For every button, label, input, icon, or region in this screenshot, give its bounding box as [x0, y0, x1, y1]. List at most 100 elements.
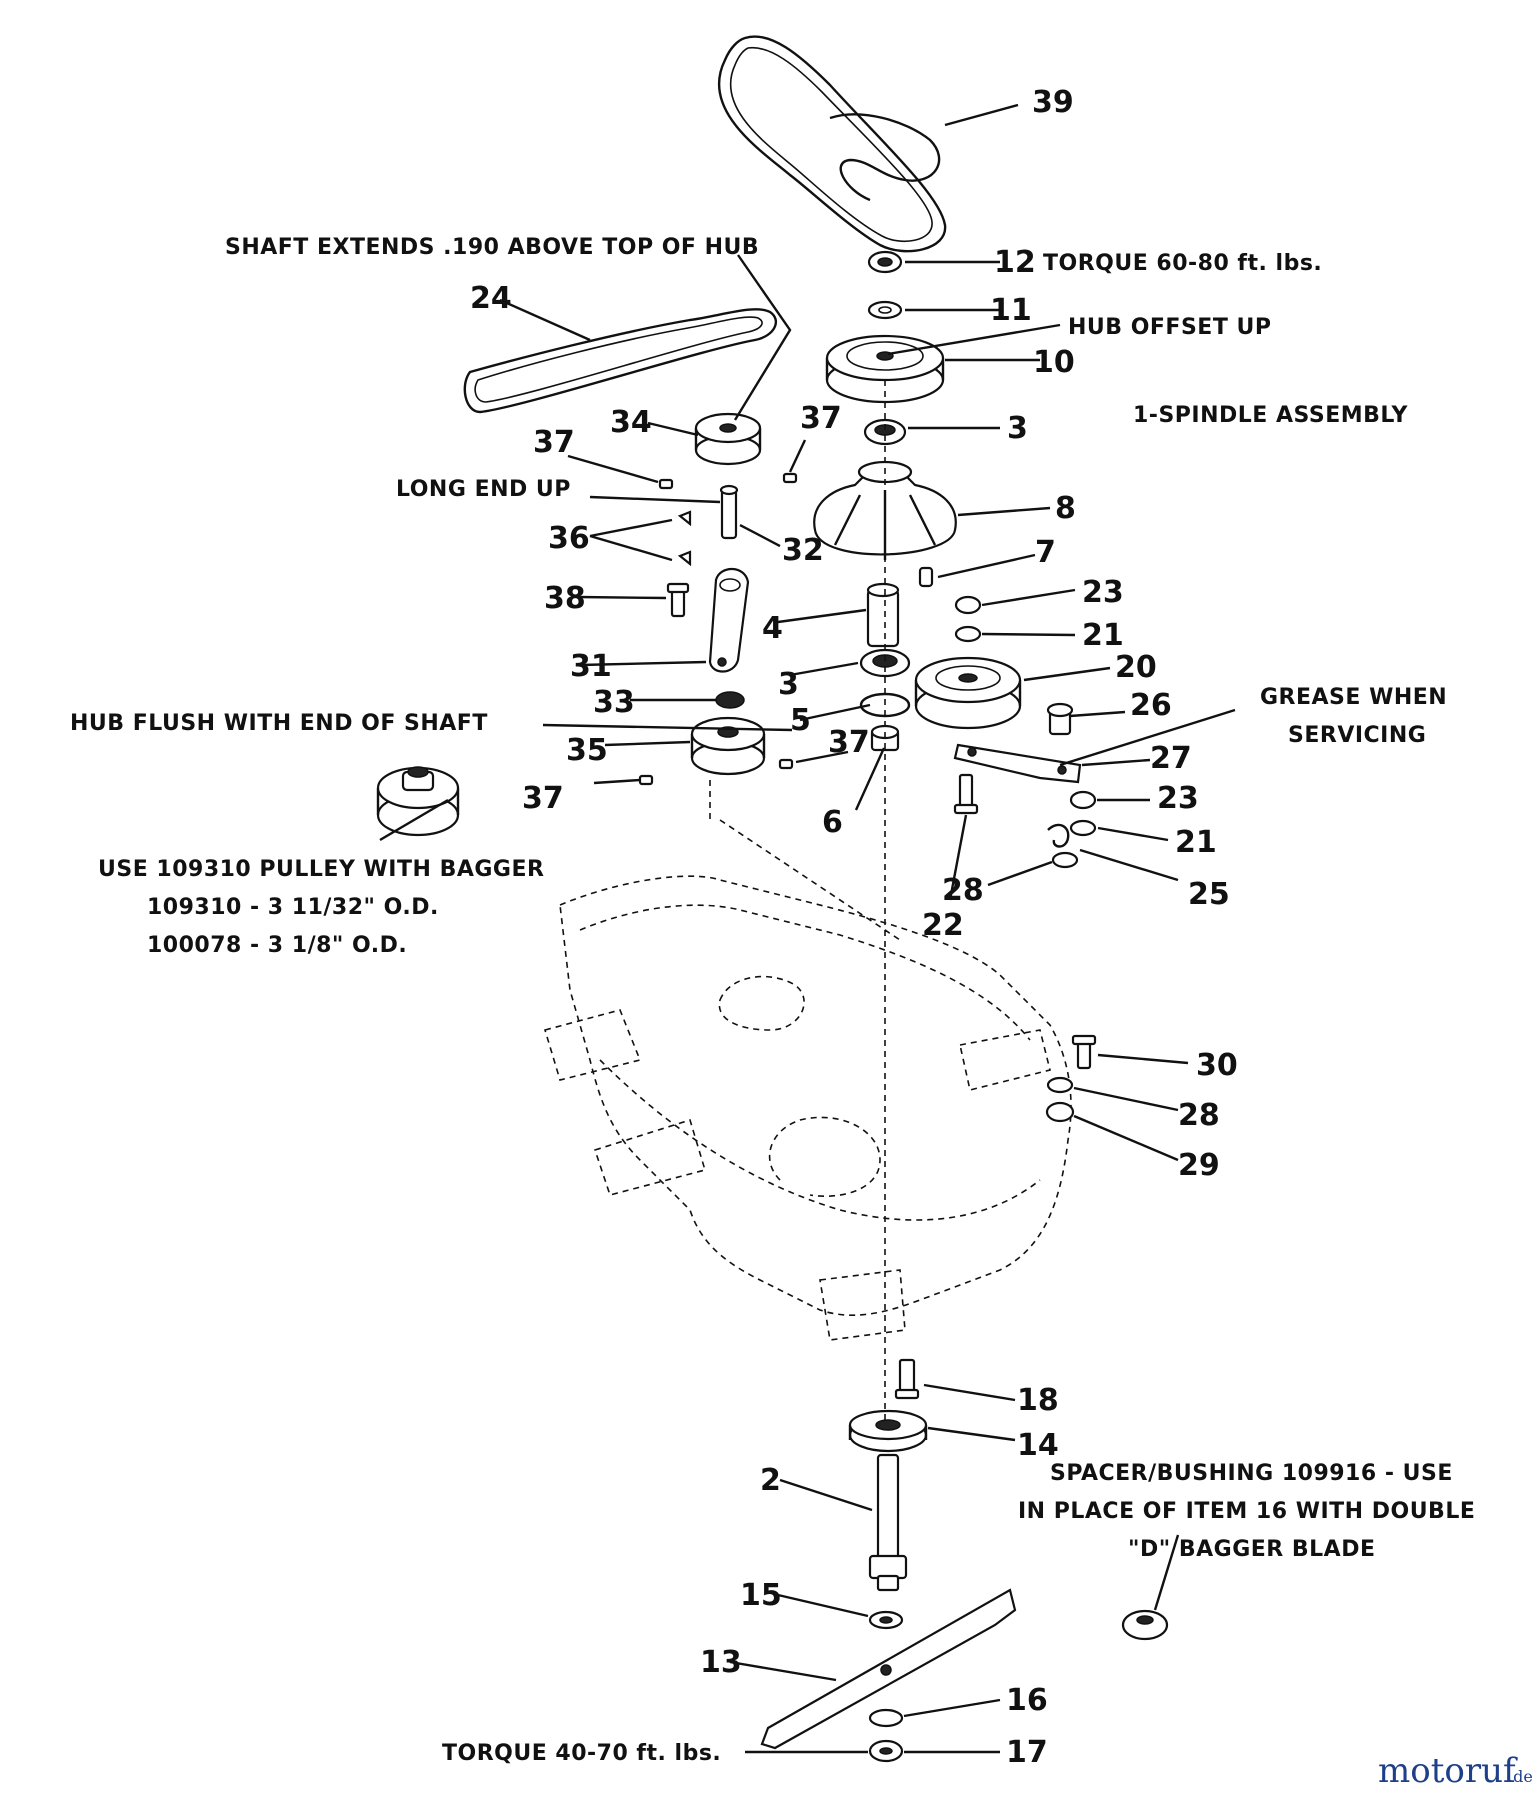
bolt-30: [1071, 1034, 1097, 1070]
label-36: 36: [548, 521, 590, 556]
label-29: 29: [1178, 1148, 1220, 1183]
note-bagger-line-1: USE 109310 PULLEY WITH BAGGER: [98, 857, 544, 882]
key-36-b: [677, 550, 692, 567]
note-spacer-line-2: IN PLACE OF ITEM 16 WITH DOUBLE: [1018, 1499, 1475, 1524]
label-25: 25: [1188, 877, 1230, 912]
label-3-upper: 3: [1007, 411, 1028, 446]
label-37-b: 37: [800, 401, 842, 436]
nut-12: [867, 250, 903, 274]
note-torque-bottom: TORQUE 40-70 ft. lbs.: [442, 1741, 721, 1766]
watermark-brand: motoruf: [1378, 1751, 1518, 1791]
label-37-a: 37: [533, 425, 575, 460]
label-35: 35: [566, 733, 608, 768]
label-34: 34: [610, 405, 652, 440]
label-20: 20: [1115, 650, 1157, 685]
note-bagger-line-3: 100078 - 3 1/8" O.D.: [147, 933, 407, 958]
label-27: 27: [1150, 741, 1192, 776]
spacer-4: [866, 582, 900, 648]
label-7: 7: [1035, 535, 1056, 570]
label-39: 39: [1032, 85, 1074, 120]
note-shaft-extends: SHAFT EXTENDS .190 ABOVE TOP OF HUB: [225, 235, 759, 260]
spindle-shaft-2: [868, 1453, 908, 1592]
label-37-d: 37: [522, 781, 564, 816]
label-37-c: 37: [828, 725, 870, 760]
note-spindle-assembly: 1-SPINDLE ASSEMBLY: [1133, 403, 1408, 428]
pulley-34: [694, 412, 762, 466]
belt-39: [717, 35, 947, 253]
label-12: 12: [994, 245, 1036, 280]
label-32: 32: [782, 533, 824, 568]
bolt-18: [894, 1358, 920, 1400]
spacer-16: [868, 1708, 904, 1728]
blade-13: [760, 1588, 1017, 1750]
nut-23-lower: [1069, 790, 1097, 810]
nut-17: [868, 1739, 904, 1763]
label-10: 10: [1033, 345, 1075, 380]
bearing-3-upper: [863, 418, 907, 446]
washer-21-upper: [954, 625, 982, 643]
label-17: 17: [1006, 1735, 1048, 1770]
setscrew-37-a: [658, 478, 674, 490]
label-21-upper: 21: [1082, 618, 1124, 653]
bolt-26: [1046, 702, 1074, 736]
bolt-22: [953, 773, 979, 815]
bearing-3-lower: [859, 648, 911, 678]
annotation-notes: SHAFT EXTENDS .190 ABOVE TOP OF HUB TORQ…: [70, 235, 1475, 1766]
note-grease-line-1: GREASE WHEN: [1260, 685, 1447, 710]
label-28-lower: 28: [1178, 1098, 1220, 1133]
label-5: 5: [790, 703, 811, 738]
spacer-bushing-109916: [1121, 1609, 1169, 1641]
note-spacer-line-1: SPACER/BUSHING 109916 - USE: [1050, 1461, 1453, 1486]
note-grease-line-2: SERVICING: [1288, 723, 1426, 748]
watermark-suffix: .de: [1508, 1767, 1533, 1786]
label-33: 33: [593, 685, 635, 720]
pulley-20: [914, 656, 1022, 730]
label-2: 2: [760, 1463, 781, 1498]
part-number-labels: 39 24 12 11 10 34 37 37 3 8 36 32 7 38 4…: [470, 85, 1238, 1770]
label-21-lower: 21: [1175, 825, 1217, 860]
washer-11: [867, 300, 903, 320]
label-26: 26: [1130, 688, 1172, 723]
key-36-a: [677, 510, 692, 527]
watermark-logo: motoruf .de: [1378, 1751, 1533, 1791]
hub-14: [848, 1409, 928, 1453]
label-31: 31: [570, 649, 612, 684]
label-14: 14: [1017, 1428, 1059, 1463]
label-13: 13: [700, 1645, 742, 1680]
note-hub-offset: HUB OFFSET UP: [1068, 315, 1272, 340]
washer-28-lower: [1046, 1076, 1074, 1094]
label-24: 24: [470, 281, 512, 316]
mower-deck: [543, 875, 1072, 1341]
setscrew-37-c: [778, 758, 794, 770]
belt-24: [463, 308, 777, 414]
note-torque-top: TORQUE 60-80 ft. lbs.: [1043, 251, 1322, 276]
bushing-6: [870, 724, 900, 752]
label-4: 4: [762, 611, 783, 646]
note-bagger-line-2: 109310 - 3 11/32" O.D.: [147, 895, 439, 920]
grease-fitting-7: [918, 566, 934, 588]
label-8: 8: [1055, 491, 1076, 526]
label-6: 6: [822, 805, 843, 840]
bracket-27: [953, 743, 1082, 784]
idler-arm-31: [708, 567, 750, 673]
label-3-lower: 3: [778, 667, 799, 702]
spring-25: [1047, 823, 1070, 848]
leader-lines: [379, 103, 1236, 1754]
nut-33: [715, 691, 745, 709]
pulley-hub-flush: [690, 716, 766, 776]
note-spacer-line-3: "D" BAGGER BLADE: [1128, 1537, 1376, 1562]
label-30: 30: [1196, 1048, 1238, 1083]
label-23-upper: 23: [1082, 575, 1124, 610]
nut-29: [1045, 1101, 1075, 1123]
label-28-upper: 28: [942, 873, 984, 908]
nut-23-upper: [954, 595, 982, 615]
label-38: 38: [544, 581, 586, 616]
shaft-32: [719, 484, 739, 540]
note-long-end-up: LONG END UP: [396, 477, 571, 502]
label-11: 11: [990, 293, 1032, 328]
washer-28-upper: [1051, 851, 1079, 869]
label-16: 16: [1006, 1683, 1048, 1718]
label-22: 22: [922, 908, 964, 943]
washer-21-lower: [1069, 819, 1097, 837]
